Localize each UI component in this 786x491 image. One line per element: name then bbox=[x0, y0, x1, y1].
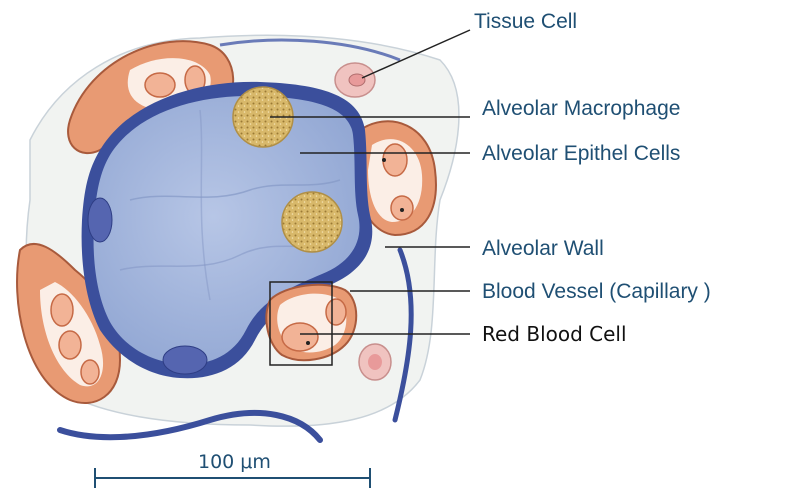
rbc-left-3 bbox=[81, 360, 99, 384]
rbc-left-2 bbox=[59, 331, 81, 359]
rbc-left-1 bbox=[51, 294, 73, 326]
label-alveolar-macrophage: Alveolar Macrophage bbox=[482, 98, 680, 119]
tissue-cell-nucleus bbox=[349, 74, 365, 86]
label-alveolar-wall: Alveolar Wall bbox=[482, 238, 604, 259]
label-red-blood-cell: Red Blood Cell bbox=[482, 324, 627, 344]
wall-nucleus-bottom bbox=[163, 346, 207, 374]
rbc-right-1 bbox=[383, 144, 407, 176]
rbc-top-1 bbox=[145, 73, 175, 97]
red-blood-cell bbox=[282, 323, 318, 351]
alveolar-macrophage-2 bbox=[282, 192, 342, 252]
label-alveolar-epithel-cells: Alveolar Epithel Cells bbox=[482, 143, 680, 164]
label-tissue-cell: Tissue Cell bbox=[474, 11, 577, 32]
scale-bar-label: 100 μm bbox=[198, 451, 271, 473]
wall-nucleus-left bbox=[88, 198, 112, 242]
red-blood-cell-2 bbox=[326, 299, 346, 325]
label-blood-vessel: Blood Vessel (Capillary ) bbox=[482, 281, 711, 302]
